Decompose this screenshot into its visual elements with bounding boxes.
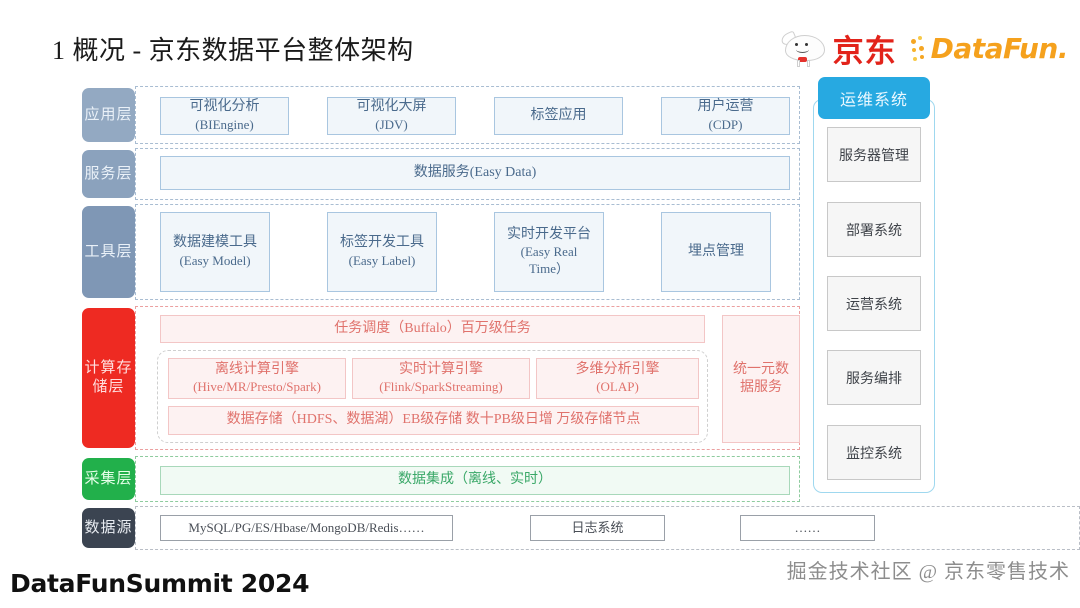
tool-cell-tracking: 埋点管理 (661, 212, 771, 292)
tool-cell-easy-realtime: 实时开发平台 (Easy Real Time） (494, 212, 604, 292)
storage-row: 数据存储（HDFS、数据湖）EB级存储 数十PB级日增 万级存储节点 (168, 406, 699, 435)
cell-en: (OLAP) (596, 379, 639, 395)
layer-tag-service: 服务层 (82, 150, 135, 198)
jd-logo-text: 京东 (832, 34, 897, 70)
ops-item-monitoring-system[interactable]: 监控系统 (827, 425, 921, 480)
cell-cn: 埋点管理 (688, 243, 744, 259)
tool-cell-easy-label: 标签开发工具 (Easy Label) (327, 212, 437, 292)
footer-attribution: 掘金技术社区 @ 京东零售技术 (786, 561, 1070, 583)
cell-cn: 标签应用 (530, 107, 587, 123)
datafun-logo: DataFun. (910, 32, 1069, 65)
cell-cn: 数据建模工具 (173, 235, 257, 251)
tool-cell-easy-model: 数据建模工具 (Easy Model) (160, 212, 270, 292)
engine-realtime: 实时计算引擎 (Flink/SparkStreaming) (352, 358, 530, 399)
cell-cn: 实时计算引擎 (399, 361, 483, 377)
cell-cn: 数据存储（HDFS、数据湖）EB级存储 数十PB级日增 万级存储节点 (226, 412, 641, 428)
cell-en: (JDV) (375, 116, 408, 132)
layer-tag-application: 应用层 (82, 88, 135, 142)
cell-cn: 离线计算引擎 (215, 361, 299, 377)
layer-band-tool (135, 204, 800, 300)
cell-cn: 统一元数据服务 (733, 361, 789, 395)
cell-cn: 多维分析引擎 (575, 361, 660, 377)
layer-band-application (135, 86, 800, 144)
engine-olap: 多维分析引擎 (OLAP) (536, 358, 699, 399)
footer-brand: DataFunSummit 2024 (10, 569, 310, 598)
ops-sidebar-header: 运维系统 (818, 77, 930, 119)
compute-scheduler: 任务调度（Buffalo）百万级任务 (160, 315, 705, 343)
datasource-cell-databases: MySQL/PG/ES/Hbase/MongoDB/Redis…… (160, 515, 453, 541)
cell-en: (CDP) (708, 116, 743, 132)
jd-dog-mascot-icon (779, 29, 829, 67)
layer-tag-collection: 采集层 (82, 458, 135, 500)
cell-cn: 可视化大屏 (356, 99, 427, 115)
layer-tag-datasource: 数据源 (82, 508, 135, 548)
app-cell-cdp: 用户运营 (CDP) (661, 97, 790, 135)
engine-offline: 离线计算引擎 (Hive/MR/Presto/Spark) (168, 358, 346, 399)
datafun-logo-text: DataFun. (930, 32, 1069, 65)
cell-cn: 数据集成（离线、实时） (398, 472, 552, 488)
cell-en: (Easy Label) (348, 252, 416, 268)
datafun-dots-icon (910, 35, 928, 62)
datasource-cell-logs: 日志系统 (530, 515, 665, 541)
cell-en: (Flink/SparkStreaming) (379, 379, 503, 395)
cell-cn: 日志系统 (571, 519, 624, 535)
ops-item-service-orchestration[interactable]: 服务编排 (827, 350, 921, 405)
app-cell-label: 标签应用 (494, 97, 623, 135)
app-cell-jdv: 可视化大屏 (JDV) (327, 97, 456, 135)
collection-cell-integration: 数据集成（离线、实时） (160, 466, 790, 495)
cell-cn: …… (794, 519, 821, 535)
cell-cn: MySQL/PG/ES/Hbase/MongoDB/Redis…… (188, 519, 425, 535)
compute-inner-group (157, 350, 708, 443)
cell-cn: 可视化分析 (189, 99, 260, 115)
cell-en: (Easy Real Time） (520, 244, 578, 277)
cell-cn: 实时开发平台 (507, 227, 591, 243)
cell-cn: 标签开发工具 (340, 235, 424, 251)
unified-metadata-service: 统一元数据服务 (722, 315, 800, 443)
jd-logo: 京东 (779, 26, 897, 71)
cell-en: (BIEngine) (195, 116, 254, 132)
ops-item-server-management[interactable]: 服务器管理 (827, 127, 921, 182)
page-title: 1 概况 - 京东数据平台整体架构 (52, 36, 414, 65)
logo-group: 京东 DataFun. (779, 26, 1069, 71)
layer-tag-tool: 工具层 (82, 206, 135, 298)
layer-band-service (135, 148, 800, 200)
ops-item-deployment-system[interactable]: 部署系统 (827, 202, 921, 257)
datasource-cell-other: …… (740, 515, 875, 541)
service-cell-easy-data: 数据服务(Easy Data) (160, 156, 790, 190)
cell-cn: 任务调度（Buffalo）百万级任务 (334, 320, 531, 336)
cell-en: (Easy Model) (179, 252, 251, 268)
layer-tag-compute-storage: 计算存储层 (82, 308, 135, 448)
ops-item-operation-system[interactable]: 运营系统 (827, 276, 921, 331)
cell-cn: 数据服务(Easy Data) (413, 164, 537, 180)
cell-cn: 用户运营 (697, 99, 754, 115)
app-cell-bi: 可视化分析 (BIEngine) (160, 97, 289, 135)
cell-en: (Hive/MR/Presto/Spark) (193, 379, 321, 395)
layer-band-collection (135, 456, 800, 502)
